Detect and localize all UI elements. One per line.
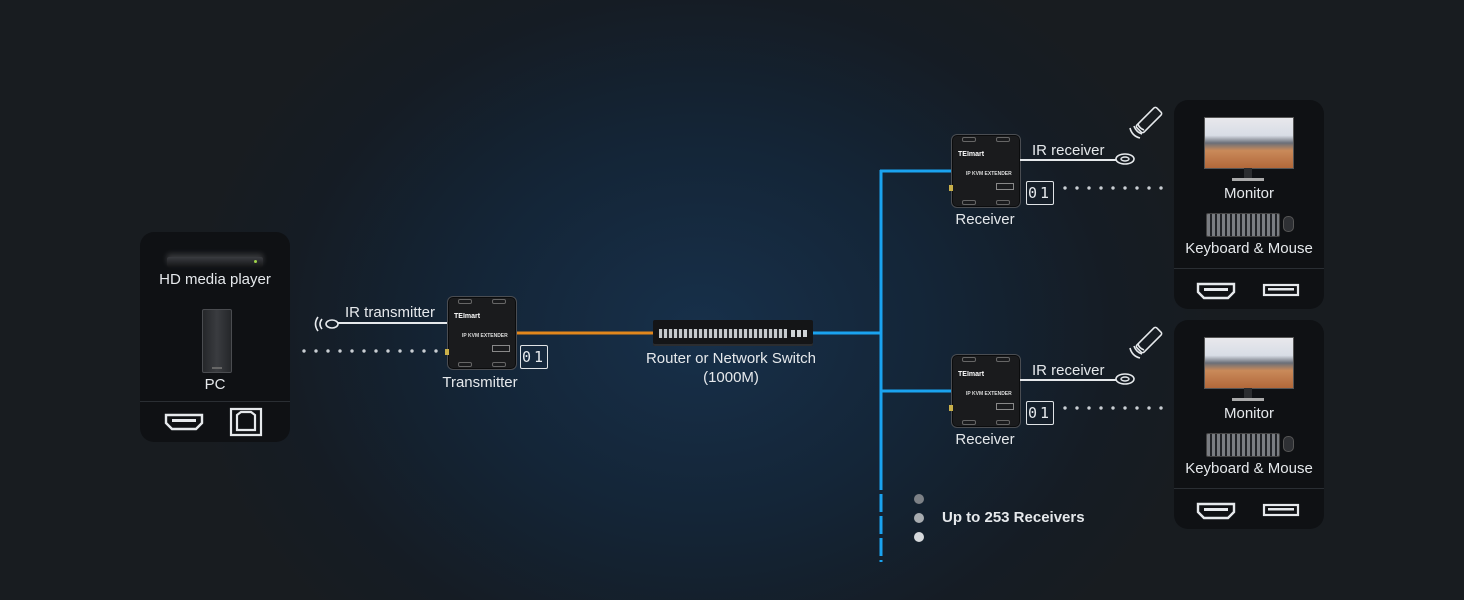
receiver-label: Receiver	[955, 211, 1015, 228]
usb-link-source	[298, 349, 446, 353]
receiver-id-badge: 01	[1026, 401, 1054, 425]
device-label: Monitor	[1223, 405, 1275, 422]
ir-emitter-icon	[314, 316, 339, 332]
model-label: IP KVM EXTENDER	[966, 391, 1012, 397]
keyboard-mouse-icon	[1206, 433, 1280, 457]
receiver-device: TEImart IP KVM EXTENDER	[949, 354, 1021, 428]
output-panel: Monitor Keyboard & Mouse	[1174, 100, 1324, 309]
brand-label: TEImart	[958, 151, 985, 158]
ir-transmitter-cable	[338, 322, 448, 324]
model-label: IP KVM EXTENDER	[462, 333, 508, 339]
ellipsis-dot	[914, 494, 924, 504]
switch-label: Router or Network Switch	[645, 350, 817, 367]
brand-label: TEImart	[958, 371, 985, 378]
ir-receiver-icon	[1115, 373, 1135, 385]
model-label: IP KVM EXTENDER	[966, 171, 1012, 177]
monitor-icon	[1204, 337, 1294, 389]
remote-control-icon	[1129, 326, 1163, 359]
usb-link-receiver	[1059, 406, 1171, 410]
usb-a-port-icon	[1262, 503, 1300, 517]
ellipsis-dot	[914, 513, 924, 523]
device-label: Keyboard & Mouse	[1185, 240, 1313, 257]
monitor-icon	[1204, 117, 1294, 169]
device-label: Monitor	[1223, 185, 1275, 202]
receivers-capacity-note: Up to 253 Receivers	[942, 509, 1085, 526]
network-switch-icon	[653, 320, 813, 346]
remote-control-icon	[1129, 106, 1163, 139]
device-label: PC	[204, 376, 226, 393]
usb-link-receiver	[1059, 186, 1171, 190]
ellipsis-dot	[914, 532, 924, 542]
source-panel: HD media player PC	[140, 232, 290, 442]
ir-transmitter-label: IR transmitter	[345, 304, 436, 321]
receiver-device: TEImart IP KVM EXTENDER	[949, 134, 1021, 208]
ir-receiver-cable	[1020, 379, 1116, 381]
keyboard-mouse-icon	[1206, 213, 1280, 237]
hdmi-port-icon	[164, 413, 204, 431]
pc-tower-icon	[202, 309, 232, 373]
output-panel: Monitor Keyboard & Mouse	[1174, 320, 1324, 529]
ir-receiver-label: IR receiver	[1032, 362, 1105, 379]
ir-receiver-label: IR receiver	[1032, 142, 1105, 159]
usb-b-port-icon	[229, 407, 263, 437]
device-label: HD media player	[159, 271, 271, 288]
media-player-icon	[167, 257, 263, 267]
hdmi-port-icon	[1196, 282, 1236, 300]
device-label: Keyboard & Mouse	[1185, 460, 1313, 477]
brand-label: TEImart	[454, 313, 481, 320]
receiver-id-badge: 01	[1026, 181, 1054, 205]
switch-speed-label: (1000M)	[703, 369, 759, 386]
hdmi-port-icon	[1196, 502, 1236, 520]
transmitter-id-badge: 01	[520, 345, 548, 369]
transmitter-device: TEImart IP KVM EXTENDER	[445, 296, 517, 370]
ir-receiver-cable	[1020, 159, 1116, 161]
transmitter-label: Transmitter	[442, 374, 518, 391]
ir-receiver-icon	[1115, 153, 1135, 165]
usb-a-port-icon	[1262, 283, 1300, 297]
receiver-label: Receiver	[955, 431, 1015, 448]
